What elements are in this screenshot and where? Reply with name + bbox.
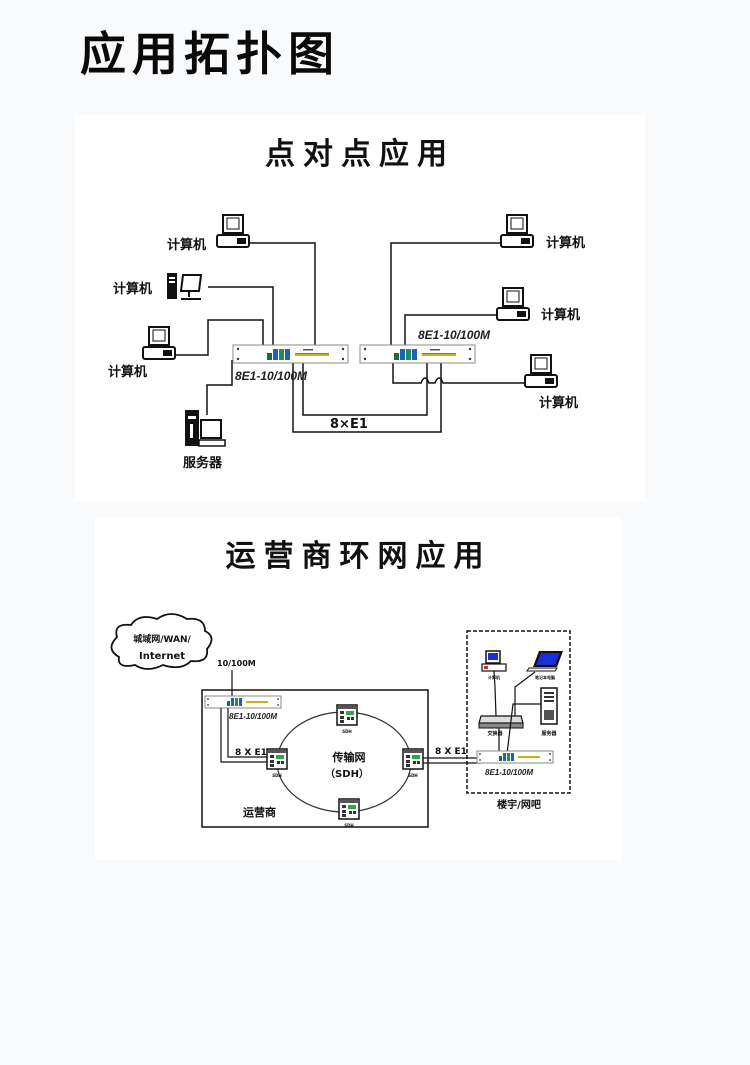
p2p-title: 点对点应用 [265, 137, 455, 172]
operator-label: 运营商 [243, 805, 276, 819]
sdh-node-top[interactable] [336, 704, 358, 726]
p2p-right-links [390, 242, 525, 384]
p2p-computer-3[interactable] [142, 326, 176, 360]
ring-mux-left[interactable] [204, 695, 282, 709]
cloud-label-line1: 城域网/WAN/ [133, 633, 191, 645]
site-label: 楼宇/网吧 [497, 798, 541, 811]
sdh-node-left[interactable] [266, 748, 288, 770]
sdh-node-left-label: SDH [272, 773, 282, 778]
right-link-label: 8 X E1 [435, 747, 467, 757]
transport-label: 传输网 [332, 750, 366, 764]
sdh-node-right-label: SDH [408, 773, 418, 778]
uplink-label: 10/100M [217, 659, 256, 668]
page-title: 应用拓扑图 [80, 27, 340, 81]
p2p-mux-left-model: 8E1-10/100M [235, 369, 308, 383]
p2p-left-links [175, 242, 442, 433]
transport-sublabel: （SDH） [325, 767, 369, 780]
internet-cloud [110, 613, 213, 670]
p2p-mux-right[interactable] [359, 344, 476, 364]
ring-mux-right-model: 8E1-10/100M [485, 768, 533, 777]
site-laptop[interactable] [526, 651, 563, 672]
ring-diagram-panel: 运营商环网应用 [95, 517, 622, 860]
p2p-server[interactable] [184, 409, 226, 447]
ring-title: 运营商环网应用 [225, 539, 492, 574]
p2p-mux-left[interactable] [232, 344, 349, 364]
p2p-computer-2[interactable] [166, 272, 202, 300]
ring-diagram: 城域网/WAN/ Internet 10/100M 8E1-10/100M 8 … [110, 613, 571, 828]
p2p-computer-6-label: 计算机 [539, 395, 578, 411]
sdh-node-bottom[interactable] [338, 798, 360, 820]
site-server-label: 服务器 [541, 730, 557, 737]
operator-boundary [201, 689, 429, 828]
p2p-link-label: 8×E1 [330, 417, 368, 432]
p2p-diagram-panel: 点对点应用 [75, 115, 645, 502]
left-link-label: 8 X E1 [235, 748, 267, 758]
p2p-computer-1-label: 计算机 [167, 237, 206, 253]
p2p-computer-6[interactable] [524, 354, 558, 388]
sdh-node-bottom-label: SDH [344, 823, 354, 828]
p2p-mux-right-model: 8E1-10/100M [418, 328, 491, 342]
cloud-label-line2: Internet [139, 651, 185, 662]
site-computer[interactable] [481, 650, 507, 672]
site-laptop-label: 笔记本电脑 [535, 674, 555, 680]
site-switch[interactable] [478, 715, 524, 729]
p2p-server-label: 服务器 [183, 455, 223, 471]
sdh-node-right[interactable] [402, 748, 424, 770]
sdh-node-top-label: SDH [342, 729, 352, 734]
p2p-diagram: 计算机 计算机 计算机 服务器 8E1-10/100M 8E1-10/100M … [108, 214, 585, 471]
p2p-computer-5-label: 计算机 [541, 307, 580, 323]
p2p-computer-2-label: 计算机 [113, 281, 152, 297]
site-boundary [466, 630, 571, 794]
p2p-computer-1[interactable] [216, 214, 250, 248]
site-switch-label: 交换器 [487, 730, 503, 737]
p2p-computer-3-label: 计算机 [108, 364, 147, 380]
site-server[interactable] [540, 687, 558, 725]
p2p-computer-5[interactable] [496, 287, 530, 321]
p2p-computer-4-label: 计算机 [546, 235, 585, 251]
p2p-computer-4[interactable] [500, 214, 534, 248]
ring-mux-right[interactable] [476, 750, 554, 764]
ring-mux-left-model: 8E1-10/100M [229, 712, 277, 721]
